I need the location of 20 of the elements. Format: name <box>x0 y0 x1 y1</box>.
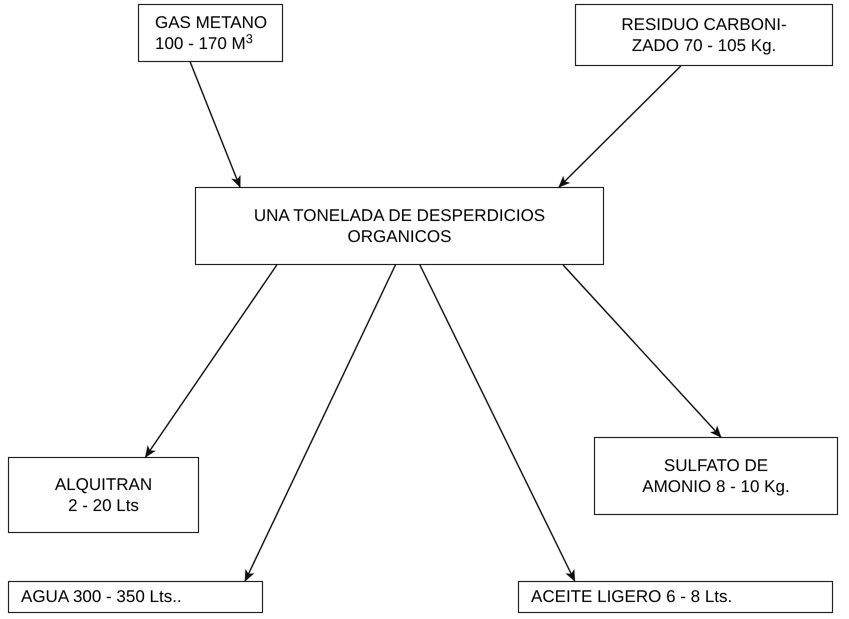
box-label: RESIDUO CARBONI- ZADO 70 - 105 Kg. <box>620 14 788 56</box>
process-box <box>8 457 199 533</box>
arrow <box>562 264 722 438</box>
process-box <box>195 187 604 265</box>
process-box <box>594 437 838 515</box>
box-label: ALQUITRAN 2 - 20 Lts <box>54 474 152 516</box>
process-box <box>575 4 833 66</box>
box-label: ACEITE LIGERO 6 - 8 Lts. <box>531 586 732 608</box>
process-box <box>8 581 263 613</box>
arrow <box>244 264 396 582</box>
box-label: SULFATO DE AMONIO 8 - 10 Kg. <box>641 454 791 498</box>
box-label: GAS METANO 100 - 170 M$^{3}$ <box>155 12 268 54</box>
arrow <box>190 62 241 188</box>
box-label: UNA TONELADA DE DESPERDICIOS ORGANICOS <box>252 204 546 248</box>
arrow <box>558 66 682 188</box>
arrow <box>144 264 278 458</box>
process-box <box>518 581 833 613</box>
process-box <box>138 4 283 62</box>
arrow <box>419 264 576 582</box>
box-label: AGUA 300 - 350 Lts.. <box>21 586 182 608</box>
